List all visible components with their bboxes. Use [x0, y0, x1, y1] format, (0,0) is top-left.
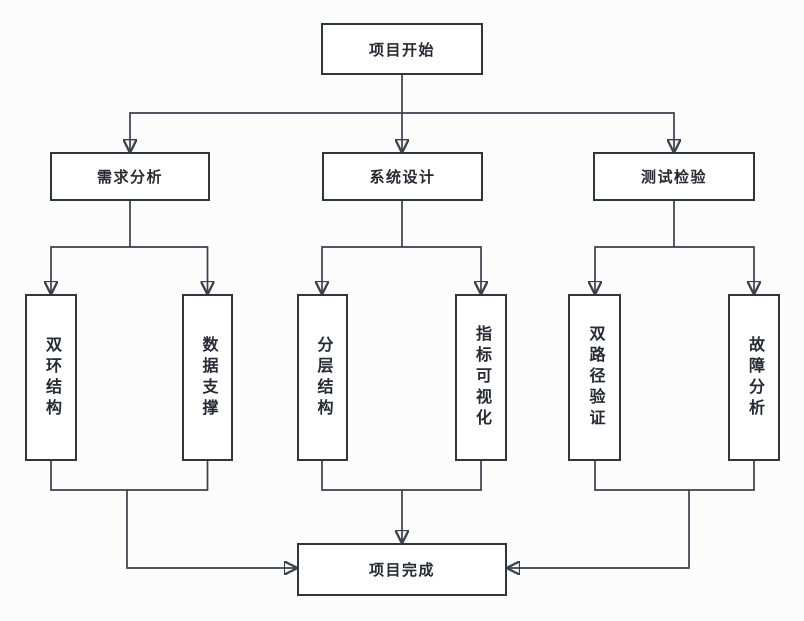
node-data-support-label: 数据支撑 — [199, 335, 217, 420]
connector-left-to-end — [126, 490, 296, 568]
connector-right-to-end — [509, 490, 690, 568]
node-project-complete: 项目完成 — [297, 543, 507, 596]
node-requirements-analysis: 需求分析 — [50, 152, 210, 201]
node-metric-visualization-label: 指标可视化 — [473, 325, 490, 430]
connector-phase3-to-subs — [595, 246, 754, 293]
connector-phase2-to-subs — [322, 246, 481, 293]
node-metric-visualization: 指标可视化 — [455, 294, 507, 461]
node-fault-analysis-label: 故障分析 — [746, 335, 763, 420]
connector-right-merge — [594, 461, 755, 491]
node-project-start-label: 项目开始 — [368, 41, 435, 59]
node-dual-ring-structure-label: 双环结构 — [43, 335, 60, 420]
node-dual-path-verification-label: 双路径验证 — [586, 325, 604, 430]
connector-phase1-to-subs — [51, 246, 208, 293]
node-test-inspection-label: 测试检验 — [640, 169, 707, 186]
node-fault-analysis: 故障分析 — [728, 294, 780, 461]
node-project-complete-label: 项目完成 — [368, 562, 435, 579]
node-system-design-label: 系统设计 — [369, 169, 436, 186]
node-project-start: 项目开始 — [321, 23, 483, 75]
node-dual-ring-structure: 双环结构 — [25, 294, 77, 461]
node-requirements-analysis-label: 需求分析 — [96, 169, 163, 186]
node-data-support: 数据支撑 — [182, 294, 233, 461]
node-layered-structure-label: 分层结构 — [314, 335, 332, 420]
node-test-inspection: 测试检验 — [593, 152, 755, 201]
node-system-design: 系统设计 — [322, 152, 483, 201]
node-layered-structure: 分层结构 — [297, 294, 348, 461]
connector-left-merge — [50, 461, 209, 491]
node-dual-path-verification: 双路径验证 — [568, 294, 621, 461]
connector-middle-merge — [321, 461, 482, 491]
